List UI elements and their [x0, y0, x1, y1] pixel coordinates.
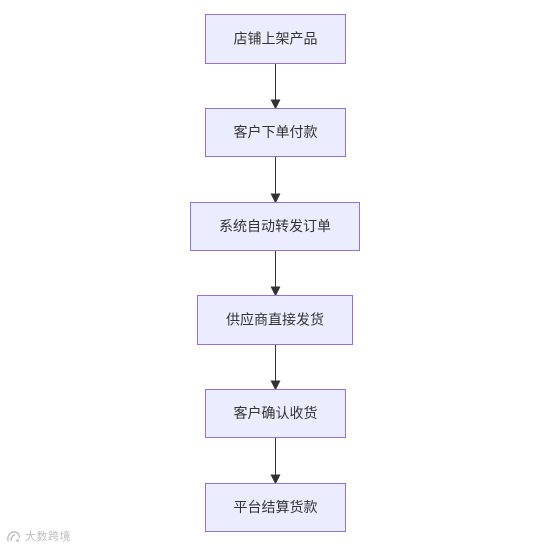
flow-node-label: 客户确认收货 [234, 405, 318, 422]
flow-node: 平台结算货款 [205, 483, 346, 532]
flow-node-box [205, 389, 346, 438]
watermark-logo-icon [7, 530, 20, 542]
flow-node-label: 店铺上架产品 [234, 32, 318, 48]
flow-node-box [205, 108, 346, 157]
flow-node: 店铺上架产品 [205, 14, 346, 64]
flow-node-box [190, 202, 360, 251]
flow-node-label: 客户下单付款 [234, 124, 318, 141]
flow-node: 系统自动转发订单 [190, 202, 360, 251]
watermark: 大数跨境 [6, 528, 71, 544]
flow-node-box [205, 14, 346, 64]
flow-node-label: 供应商直接发货 [226, 312, 324, 329]
flow-node-label: 系统自动转发订单 [219, 219, 331, 235]
flow-node: 客户下单付款 [205, 108, 346, 157]
watermark-text: 大数跨境 [25, 530, 71, 543]
flow-node-label: 平台结算货款 [234, 499, 318, 516]
flow-node: 客户确认收货 [205, 389, 346, 438]
flow-node-box [205, 483, 346, 532]
flow-node-box [197, 295, 353, 345]
flow-node: 供应商直接发货 [197, 295, 353, 345]
